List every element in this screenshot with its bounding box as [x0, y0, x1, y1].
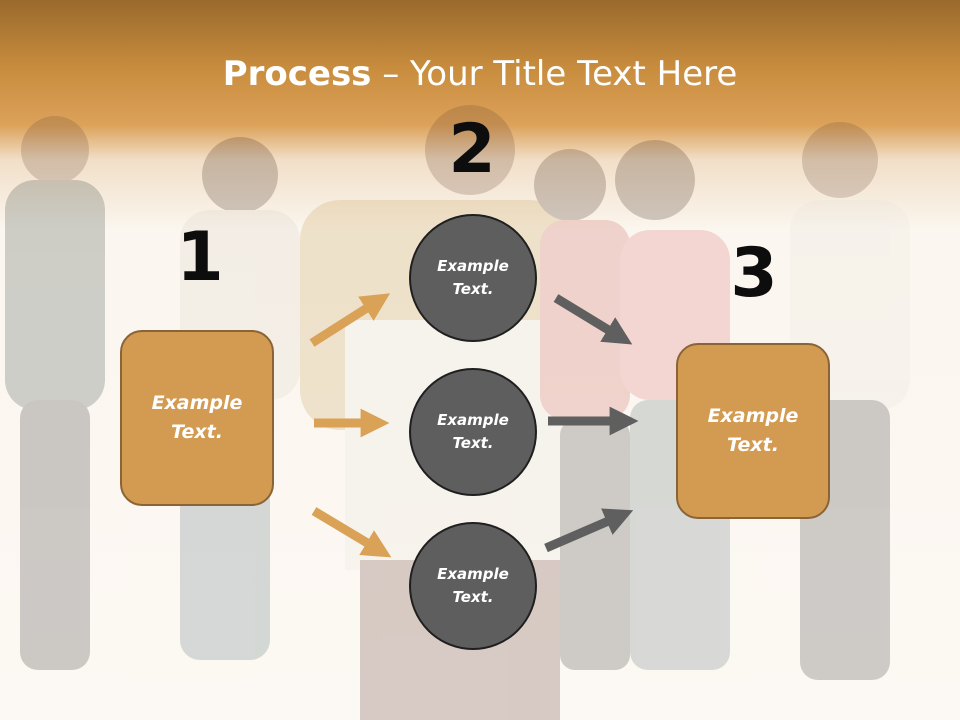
process-circle-middle-line2: Text.	[452, 434, 494, 452]
title-bold: Process	[222, 54, 372, 94]
process-circle-bottom-line1: Example	[437, 565, 509, 583]
step-box-3-line1: Example	[707, 405, 799, 427]
step-box-3-line2: Text.	[727, 434, 779, 456]
title-rest: – Your Title Text Here	[371, 54, 738, 94]
process-circle-top-line2: Text.	[452, 280, 494, 298]
process-circle-middle-line1: Example	[437, 411, 509, 429]
process-circle-top-line1: Example	[437, 257, 509, 275]
step-number-2: 2	[448, 110, 496, 189]
step-box-1-line1: Example	[151, 392, 243, 414]
step-box-1-line2: Text.	[171, 421, 223, 443]
step-number-1: 1	[176, 218, 224, 297]
step-number-3: 3	[730, 234, 778, 313]
slide-title: Process – Your Title Text Here	[0, 52, 960, 96]
process-circle-bottom-line2: Text.	[452, 588, 494, 606]
